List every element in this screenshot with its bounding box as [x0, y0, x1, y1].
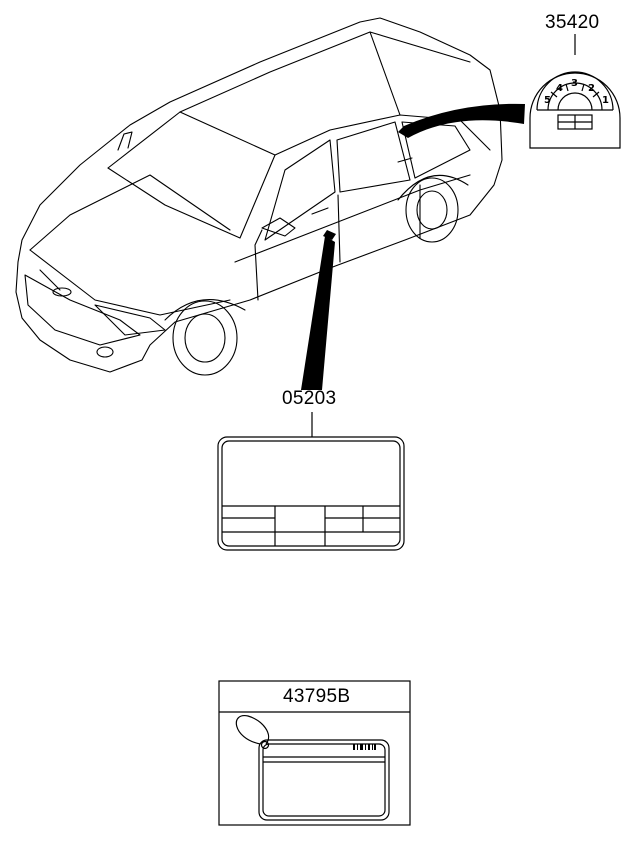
car-illustration [15, 17, 503, 376]
part-number-43795b[interactable]: 43795B [283, 686, 351, 707]
part-number-35420[interactable]: 35420 [545, 12, 600, 33]
gauge-mark-5: 5 [544, 95, 551, 106]
part-number-05203[interactable]: 05203 [282, 388, 337, 409]
gauge-mark-4: 4 [556, 83, 563, 94]
barcode-icon [353, 744, 376, 750]
gauge-mark-1: 1 [602, 95, 609, 106]
gauge-mark-2: 2 [588, 83, 595, 94]
leader-35420 [398, 103, 525, 138]
door-pillar-label[interactable] [217, 412, 405, 551]
tag-label-box[interactable] [218, 680, 411, 826]
fuel-gauge-sticker[interactable] [529, 34, 621, 149]
leader-05203 [301, 236, 335, 390]
gauge-mark-3: 3 [571, 78, 578, 89]
door-label-marker [323, 230, 336, 240]
